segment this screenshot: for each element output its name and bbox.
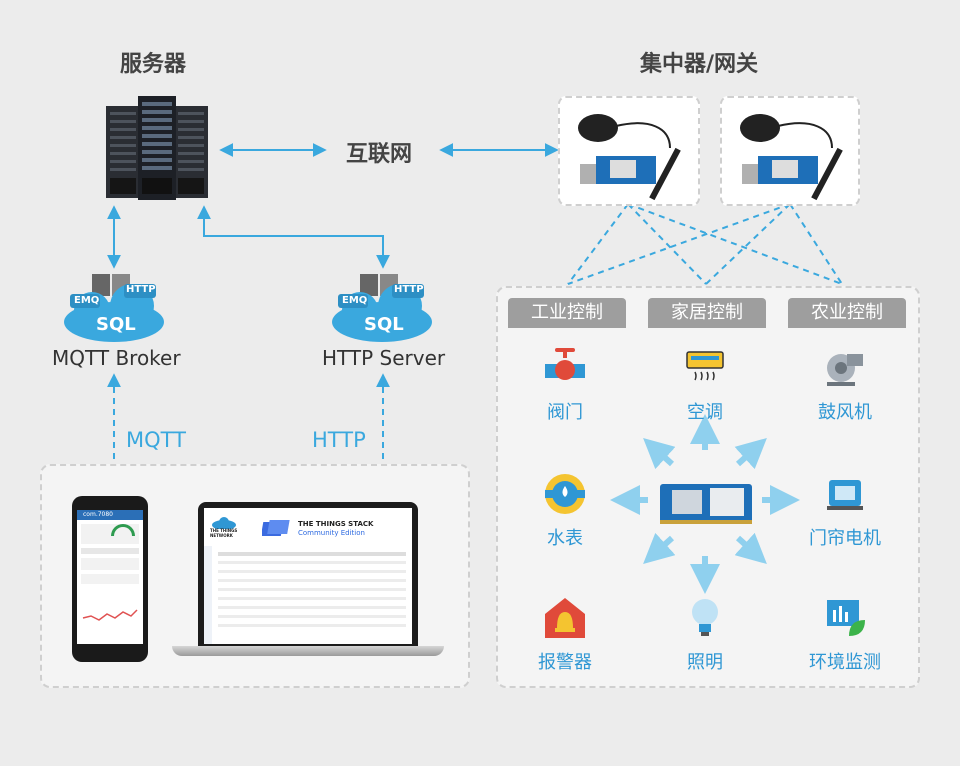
laptop-screen: THE THINGS NETWORK THE THINGS STACK Comm… <box>204 508 412 644</box>
alarm-label: 报警器 <box>538 652 592 673</box>
phone-device: com.7080 <box>72 496 148 662</box>
environment-monitor-icon <box>827 600 865 636</box>
gateway-device-2 <box>720 96 860 206</box>
gateway-board-icon <box>578 114 681 201</box>
http-tag: HTTP <box>126 284 156 295</box>
cloud-database-icon <box>64 274 164 342</box>
ttn-logo <box>210 514 238 534</box>
lighting-label: 照明 <box>687 652 723 673</box>
stack-subtitle: Community Edition <box>298 529 365 537</box>
cloud-database-icon <box>332 274 432 342</box>
air-conditioner-icon <box>686 351 724 381</box>
valve-label: 阀门 <box>547 402 583 423</box>
device-env-monitor: 环境监测 <box>790 596 900 674</box>
http-tag: HTTP <box>394 284 424 295</box>
blower-label: 鼓风机 <box>818 402 872 423</box>
mqtt-protocol-label: MQTT <box>126 428 186 452</box>
motor-icon <box>827 480 863 510</box>
internet-label: 互联网 <box>346 142 413 167</box>
laptop-sidebar <box>204 546 212 644</box>
radiating-arrows <box>610 414 800 594</box>
water-meter-icon <box>545 474 585 514</box>
sql-tag: SQL <box>364 314 404 335</box>
stack-title: THE THINGS STACK <box>298 520 374 528</box>
water-meter-label: 水表 <box>547 528 583 549</box>
device-curtain-motor: 门帘电机 <box>790 472 900 550</box>
device-valve: 阀门 <box>510 346 620 424</box>
blower-icon <box>827 354 863 386</box>
mqtt-broker-label: MQTT Broker <box>52 346 181 370</box>
phone-screen: com.7080 <box>77 510 143 644</box>
phone-gauge-panel <box>81 524 139 544</box>
curtain-motor-label: 门帘电机 <box>809 528 881 549</box>
emq-tag: EMQ <box>342 295 368 306</box>
laptop-table <box>218 552 406 633</box>
server-rack-icon <box>106 96 208 200</box>
phone-header: com.7080 <box>77 510 143 520</box>
device-water-meter: 水表 <box>510 472 620 550</box>
device-alarm: 报警器 <box>510 596 620 674</box>
device-lighting: 照明 <box>650 596 760 674</box>
http-server-cloud: HTTP EMQ SQL <box>330 272 434 344</box>
ttn-brand-bottom: NETWORK <box>210 533 233 538</box>
gateway-board-icon <box>740 114 843 201</box>
http-protocol-label: HTTP <box>312 428 366 452</box>
tab-agriculture: 农业控制 <box>788 298 906 328</box>
device-blower: 鼓风机 <box>790 346 900 424</box>
lora-node-board-icon <box>660 484 752 524</box>
gateway-title: 集中器/网关 <box>640 52 759 77</box>
laptop-device: THE THINGS NETWORK THE THINGS STACK Comm… <box>198 502 418 646</box>
light-bulb-icon <box>692 599 718 636</box>
http-server-label: HTTP Server <box>322 346 446 370</box>
emq-tag: EMQ <box>74 295 100 306</box>
tab-industrial: 工业控制 <box>508 298 626 328</box>
stack-logo-icon <box>262 520 290 536</box>
gateway-wireless-links <box>567 203 843 285</box>
ac-label: 空调 <box>687 402 723 423</box>
gateway-device-1 <box>558 96 700 206</box>
valve-icon <box>545 348 585 380</box>
tab-home: 家居控制 <box>648 298 766 328</box>
server-http-arrow <box>197 205 390 269</box>
ttn-brand-top: THE THINGS <box>210 528 238 533</box>
alarm-bell-icon <box>545 598 585 638</box>
sql-tag: SQL <box>96 314 136 335</box>
laptop-base <box>172 646 444 656</box>
mqtt-broker-cloud: HTTP EMQ SQL <box>62 272 166 344</box>
device-ac: 空调 <box>650 346 760 424</box>
phone-line-chart <box>82 609 138 621</box>
env-monitor-label: 环境监测 <box>809 652 881 673</box>
server-title: 服务器 <box>120 52 187 77</box>
